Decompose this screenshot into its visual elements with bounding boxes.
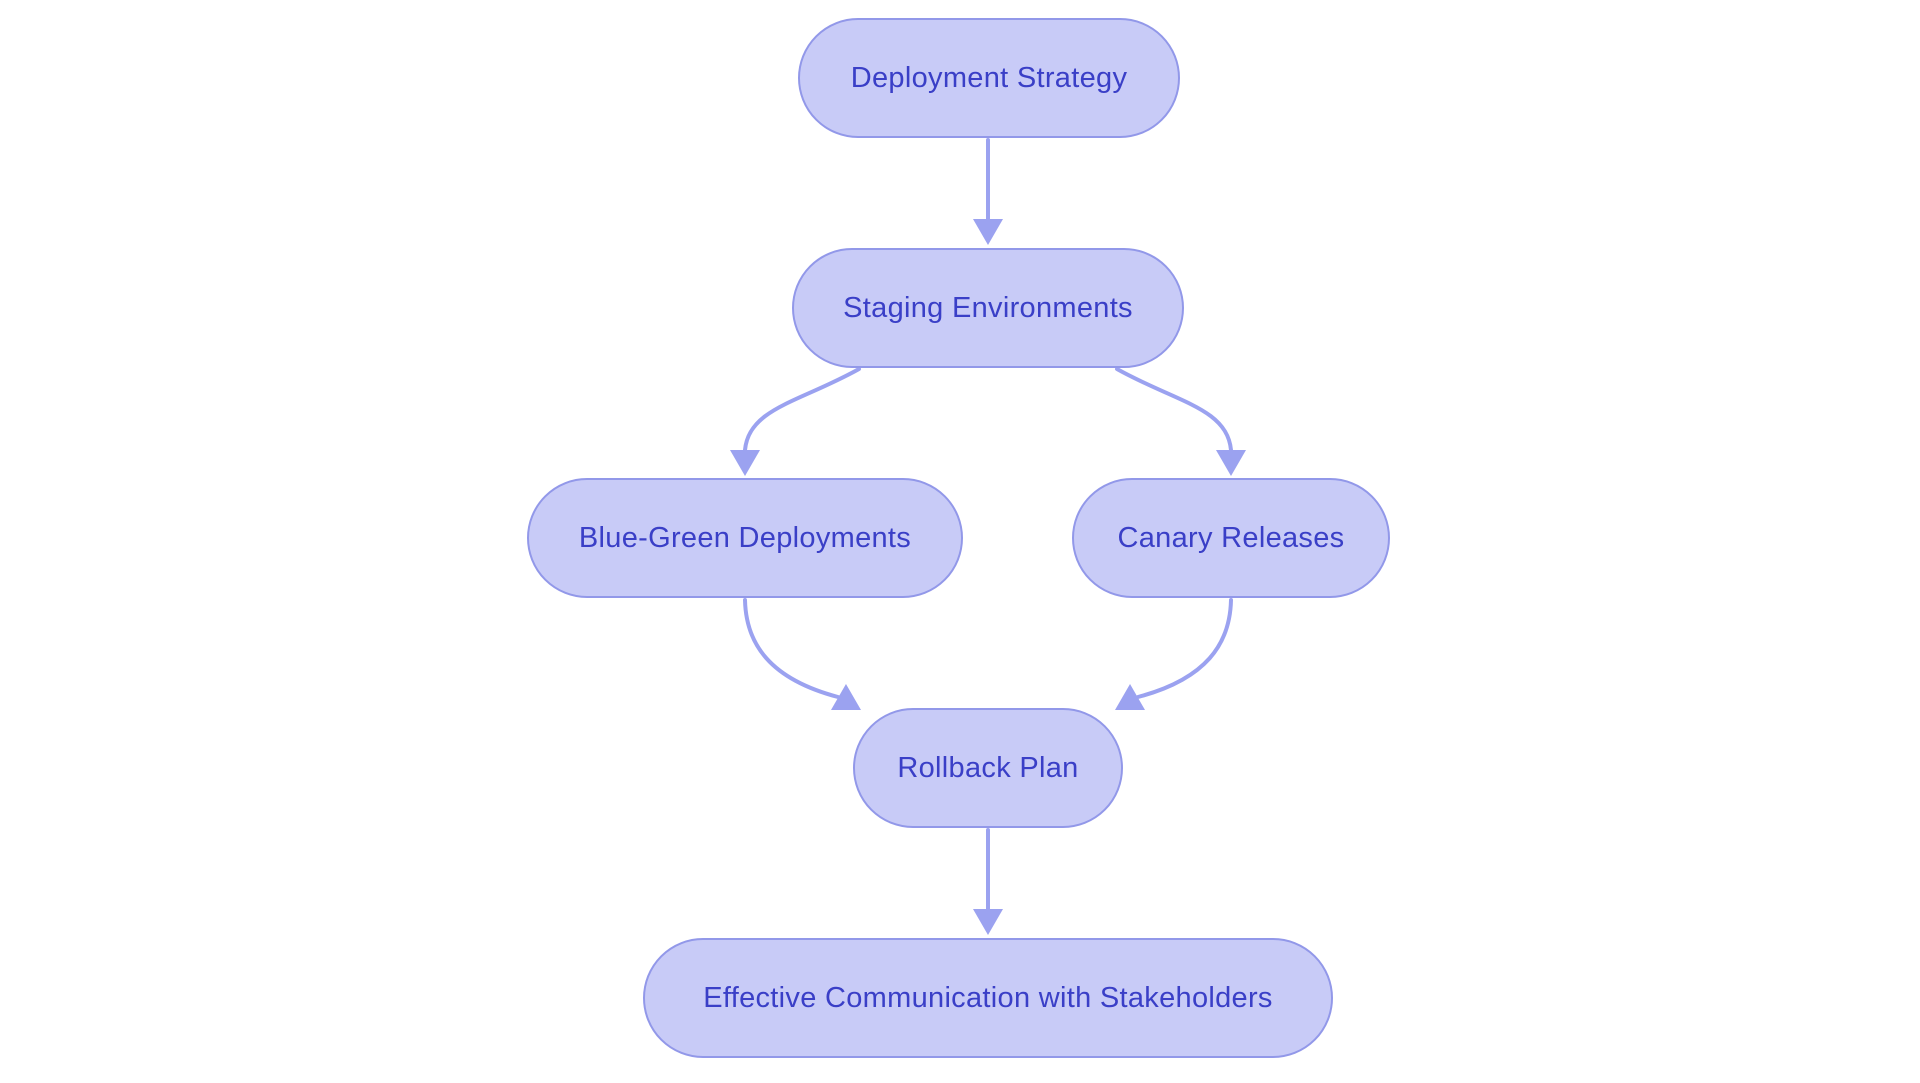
node-canary-releases: Canary Releases [1072, 478, 1390, 598]
node-deployment-strategy: Deployment Strategy [798, 18, 1180, 138]
edge-canary-to-rollback [1115, 598, 1233, 710]
node-staging-environments: Staging Environments [792, 248, 1184, 368]
edge-staging-to-blue-green [730, 367, 861, 476]
node-deployment-strategy-label: Deployment Strategy [850, 61, 1128, 94]
edge-rollback-to-communication [973, 828, 1003, 935]
node-rollback-plan: Rollback Plan [853, 708, 1123, 828]
edge-staging-to-canary [1115, 367, 1246, 476]
node-effective-communication-label: Effective Communication with Stakeholder… [703, 981, 1273, 1014]
edge-blue-green-to-rollback [743, 598, 861, 710]
node-blue-green-deployments: Blue-Green Deployments [527, 478, 963, 598]
node-effective-communication-with-stakeholders: Effective Communication with Stakeholder… [643, 938, 1333, 1058]
node-blue-green-deployments-label: Blue-Green Deployments [578, 521, 912, 554]
node-canary-releases-label: Canary Releases [1117, 521, 1345, 554]
edge-deployment-to-staging [973, 138, 1003, 245]
node-staging-environments-label: Staging Environments [843, 291, 1133, 324]
node-rollback-plan-label: Rollback Plan [897, 751, 1079, 784]
